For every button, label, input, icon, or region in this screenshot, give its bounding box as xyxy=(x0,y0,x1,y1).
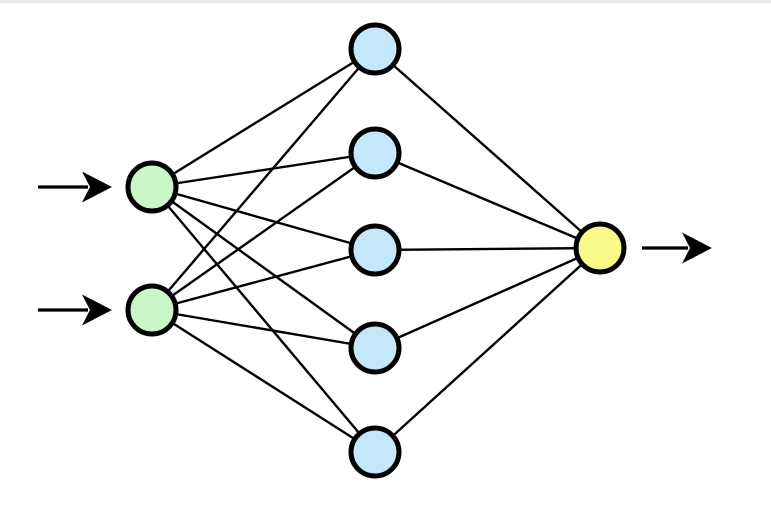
edge-h1-o1 xyxy=(373,47,602,250)
edge-h2-o1 xyxy=(373,151,602,250)
edge-i1-h5 xyxy=(150,185,377,454)
edge-i2-h5 xyxy=(150,308,377,454)
edge-i1-h2 xyxy=(150,151,377,189)
edge-group-hidden-to-output xyxy=(373,47,602,454)
output-arrow-1-head xyxy=(682,232,712,264)
node-group-hidden-layer xyxy=(348,22,402,479)
node-group-input-layer xyxy=(125,160,179,337)
edge-i1-h3 xyxy=(150,185,377,252)
io-arrow-group xyxy=(38,171,712,326)
edge-group-input-to-hidden xyxy=(150,47,377,454)
input-node-i2[interactable] xyxy=(125,283,179,337)
output-arrow-1 xyxy=(642,232,712,264)
top-edge-strip xyxy=(0,0,771,3)
hidden-node-h5[interactable] xyxy=(348,425,402,479)
output-node-o1[interactable] xyxy=(573,221,627,275)
edge-i2-h1 xyxy=(150,47,377,312)
edge-i1-h4 xyxy=(150,185,377,350)
hidden-node-h2[interactable] xyxy=(348,126,402,180)
edge-h3-o1 xyxy=(373,246,602,252)
edge-h4-o1 xyxy=(373,246,602,350)
edge-i2-h4 xyxy=(150,308,377,350)
edge-i1-h1 xyxy=(150,47,377,189)
input-node-i1[interactable] xyxy=(125,160,179,214)
input-arrow-2 xyxy=(38,294,112,326)
hidden-node-h3[interactable] xyxy=(348,223,402,277)
hidden-node-h1[interactable] xyxy=(348,22,402,76)
hidden-node-h4[interactable] xyxy=(348,321,402,375)
input-arrow-1 xyxy=(38,171,112,203)
edge-i2-h3 xyxy=(150,248,377,312)
edge-h5-o1 xyxy=(373,246,602,454)
edge-i2-h2 xyxy=(150,151,377,312)
input-arrow-2-head xyxy=(82,294,112,326)
input-arrow-1-head xyxy=(82,171,112,203)
node-group-output-layer xyxy=(573,221,627,275)
